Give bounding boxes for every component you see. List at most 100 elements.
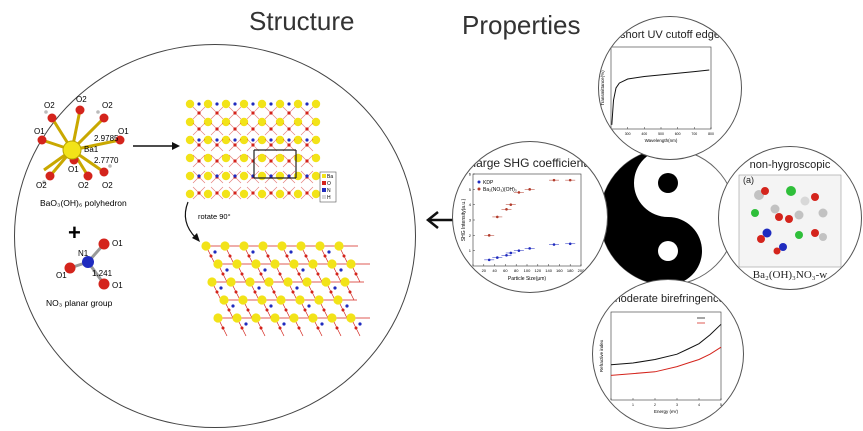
ba-atom	[293, 99, 303, 109]
x-tick-label: 40	[492, 268, 497, 273]
ba-atom	[275, 153, 285, 163]
ba-atom	[311, 135, 321, 145]
ba-atom	[221, 171, 231, 181]
x-tick-label: 400	[641, 132, 647, 136]
ba-atom	[251, 313, 261, 323]
hygroscopic-image	[738, 174, 842, 268]
atom-label-o2-b: O2	[76, 95, 87, 104]
n-atom	[244, 322, 248, 326]
o-atom	[227, 308, 231, 312]
o-atom	[234, 290, 238, 294]
ba-atom	[203, 189, 213, 199]
legend-ba: Ba	[327, 174, 333, 180]
no3-label-o1-a: O1	[112, 239, 123, 248]
bond	[228, 186, 242, 200]
polyhedron-caption: BaO₃(OH)₆ polyhedron	[40, 198, 127, 208]
ba-atom	[232, 313, 242, 323]
bond	[264, 138, 278, 152]
o-atom	[215, 290, 219, 294]
x-tick-label: 700	[691, 132, 697, 136]
birefringence-title: moderate birefringence	[611, 293, 725, 305]
n-atom	[197, 138, 201, 142]
o-atom	[285, 254, 289, 258]
ba-atom	[221, 153, 231, 163]
ba-atom	[308, 313, 318, 323]
sample-point	[552, 178, 556, 182]
ba-atom	[239, 189, 249, 199]
o-atom	[322, 308, 326, 312]
bond	[210, 154, 224, 168]
x-tick-label: 180	[567, 268, 574, 273]
ba-atom	[293, 189, 303, 199]
n-atom	[305, 174, 309, 178]
legend-h: H	[327, 195, 331, 201]
hygroscopic-caption: Ba₂(OH)₃NO₃-w	[752, 269, 828, 281]
o-atom	[329, 290, 333, 294]
ba-atom	[346, 259, 356, 269]
o-atom	[304, 254, 308, 258]
bond	[282, 186, 296, 200]
kdp-point	[487, 258, 491, 262]
ba-atom	[321, 277, 331, 287]
bond	[300, 138, 314, 152]
sample-point	[509, 203, 513, 206]
y-tick-label: 3	[469, 218, 472, 223]
n-atom	[251, 102, 255, 106]
o-atom	[209, 254, 213, 258]
ba-atom	[295, 295, 305, 305]
n-atom	[345, 304, 349, 308]
n-atom	[251, 138, 255, 142]
o-atom	[335, 272, 339, 276]
ba-atom	[257, 171, 267, 181]
crystal-lattice-bottom	[201, 241, 370, 337]
x-tick-label: 60	[503, 268, 508, 273]
ba-atom	[251, 259, 261, 269]
ba-atom	[275, 171, 285, 181]
bond-length-short: 2.7770	[94, 156, 119, 165]
sample-point	[496, 215, 499, 219]
no3-caption: NO₃ planar group	[46, 298, 113, 308]
x-axis-label: Particle Size(μm)	[508, 276, 546, 282]
n-atom	[215, 102, 219, 106]
o-atom	[354, 272, 358, 276]
index-line-1	[610, 323, 722, 366]
bond	[300, 122, 314, 136]
bond	[282, 154, 296, 168]
ba-atom	[275, 189, 285, 199]
n-atom	[327, 250, 331, 254]
x-tick-label: 20	[482, 268, 487, 273]
ba-atom	[185, 153, 195, 163]
atom-label-o2-d: O2	[36, 181, 47, 190]
n-atom	[289, 250, 293, 254]
bond	[282, 122, 296, 136]
bond	[264, 122, 278, 136]
bond	[264, 154, 278, 168]
o-atom	[316, 326, 320, 330]
y-axis-label: Transmittance(%)	[600, 70, 605, 106]
y-tick-label: 6	[469, 172, 472, 177]
ba-atom	[277, 241, 287, 251]
n-atom	[307, 304, 311, 308]
bond	[264, 106, 278, 120]
ba-atom	[314, 295, 324, 305]
n-atom	[320, 322, 324, 326]
sample-point	[487, 234, 491, 237]
n-atom	[295, 286, 299, 290]
sample-point	[517, 191, 521, 194]
ba-atom	[257, 295, 267, 305]
x-tick-label: 160	[556, 268, 563, 273]
o-atom	[240, 326, 244, 330]
x-tick-label: 500	[658, 132, 664, 136]
y-tick-label: 2	[469, 233, 472, 238]
ba-atom	[220, 241, 230, 251]
bond	[246, 106, 260, 120]
ba-atom	[221, 99, 231, 109]
o-atom	[272, 290, 276, 294]
bond	[282, 106, 296, 120]
ba-atom	[203, 153, 213, 163]
